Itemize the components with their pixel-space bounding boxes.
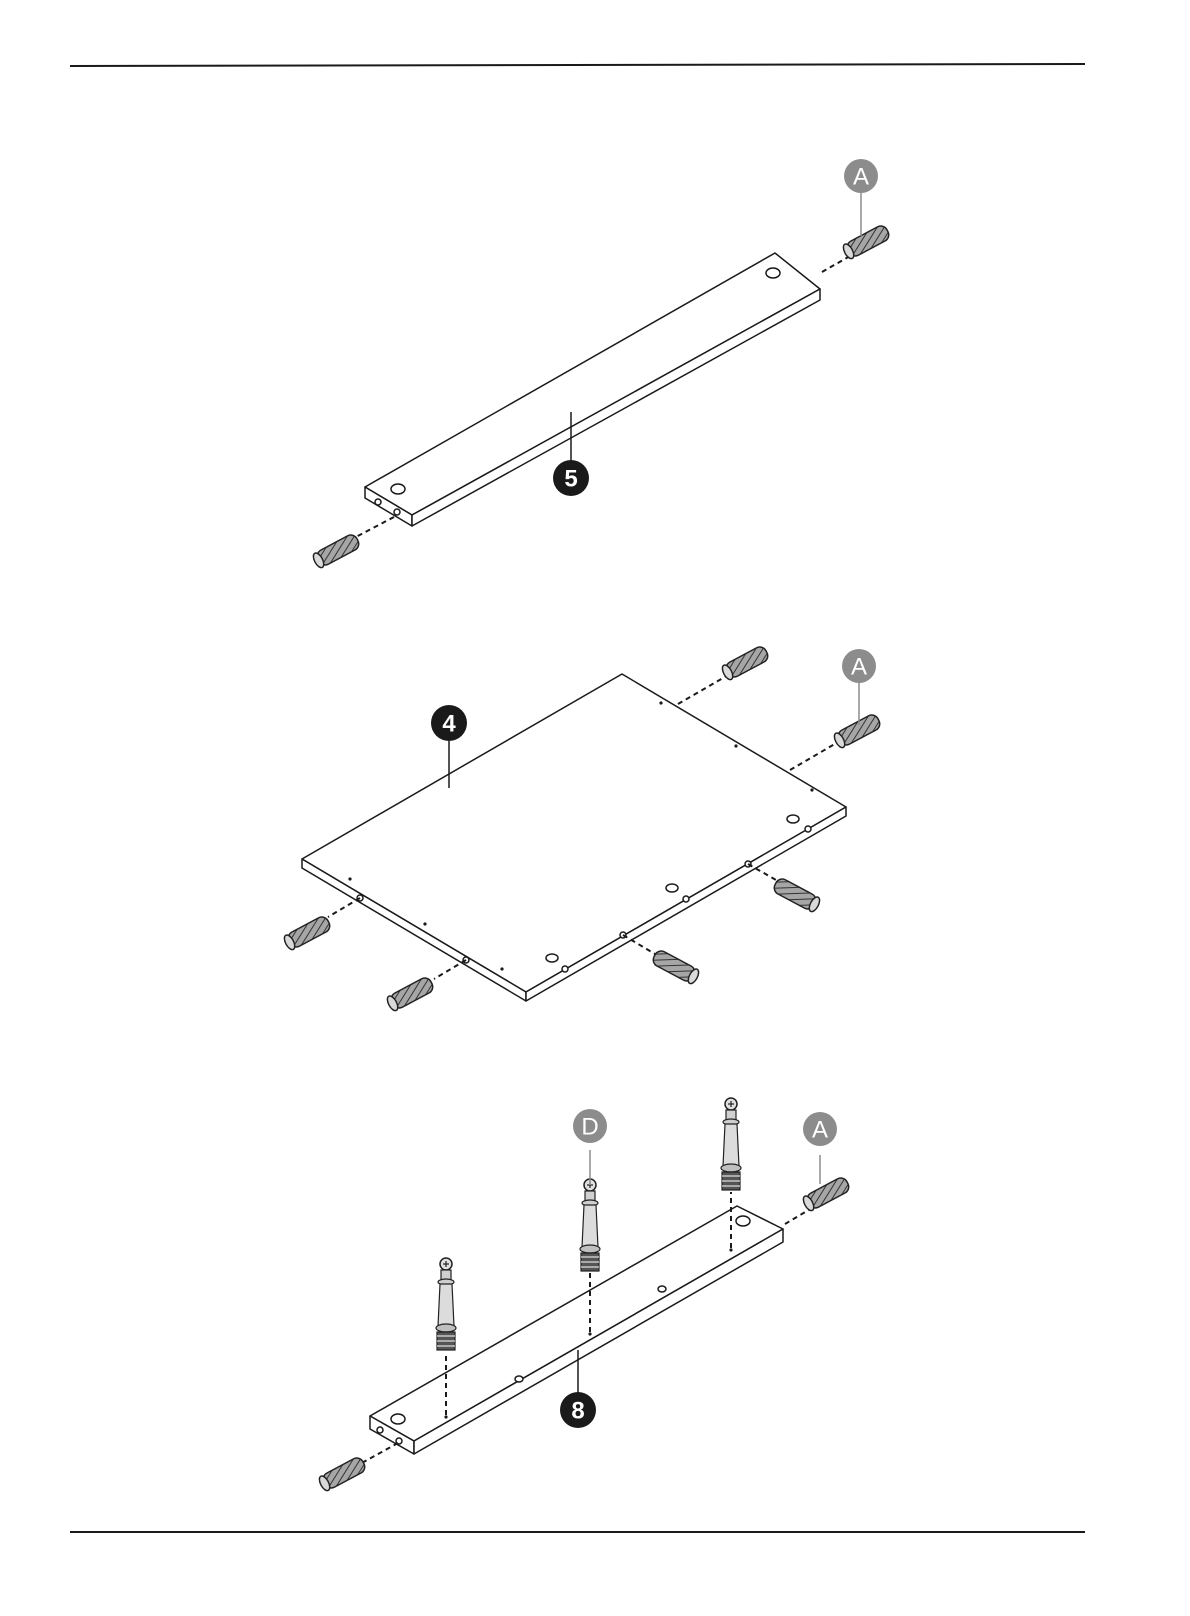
cam-bolt-icon bbox=[436, 1258, 456, 1350]
svg-text:5: 5 bbox=[564, 466, 577, 493]
svg-text:D: D bbox=[581, 1114, 598, 1141]
svg-text:A: A bbox=[851, 654, 867, 681]
svg-text:8: 8 bbox=[571, 1398, 584, 1425]
dowel-icon bbox=[841, 224, 891, 261]
svg-text:A: A bbox=[812, 1117, 828, 1144]
callout-a-middle: A bbox=[842, 649, 876, 683]
dowel-icon bbox=[772, 877, 822, 914]
callout-a-top: A bbox=[844, 159, 878, 193]
dowel-icon bbox=[385, 976, 435, 1013]
svg-text:A: A bbox=[853, 164, 869, 191]
dowel-icon bbox=[651, 949, 701, 986]
dowel-icon bbox=[317, 1456, 367, 1493]
top-rule bbox=[70, 64, 1085, 66]
dowel-icon bbox=[311, 533, 361, 570]
dashed-guide bbox=[822, 256, 850, 272]
callout-part-5: 5 bbox=[553, 460, 589, 496]
callout-a-bottom: A bbox=[803, 1112, 837, 1146]
callout-d: D bbox=[573, 1109, 607, 1143]
cam-bolt-icon bbox=[580, 1179, 600, 1271]
rail-part-5 bbox=[365, 253, 820, 526]
dowel-icon bbox=[720, 645, 770, 682]
dowel-icon bbox=[282, 915, 332, 952]
dowel-icon bbox=[801, 1176, 851, 1213]
svg-text:4: 4 bbox=[442, 711, 456, 738]
callout-part-4: 4 bbox=[431, 705, 467, 741]
dashed-guide bbox=[352, 517, 394, 539]
cam-bolt-icon bbox=[721, 1098, 741, 1190]
callout-part-8: 8 bbox=[560, 1392, 596, 1428]
board-part-4 bbox=[302, 674, 846, 1001]
dowel-icon bbox=[832, 713, 882, 750]
